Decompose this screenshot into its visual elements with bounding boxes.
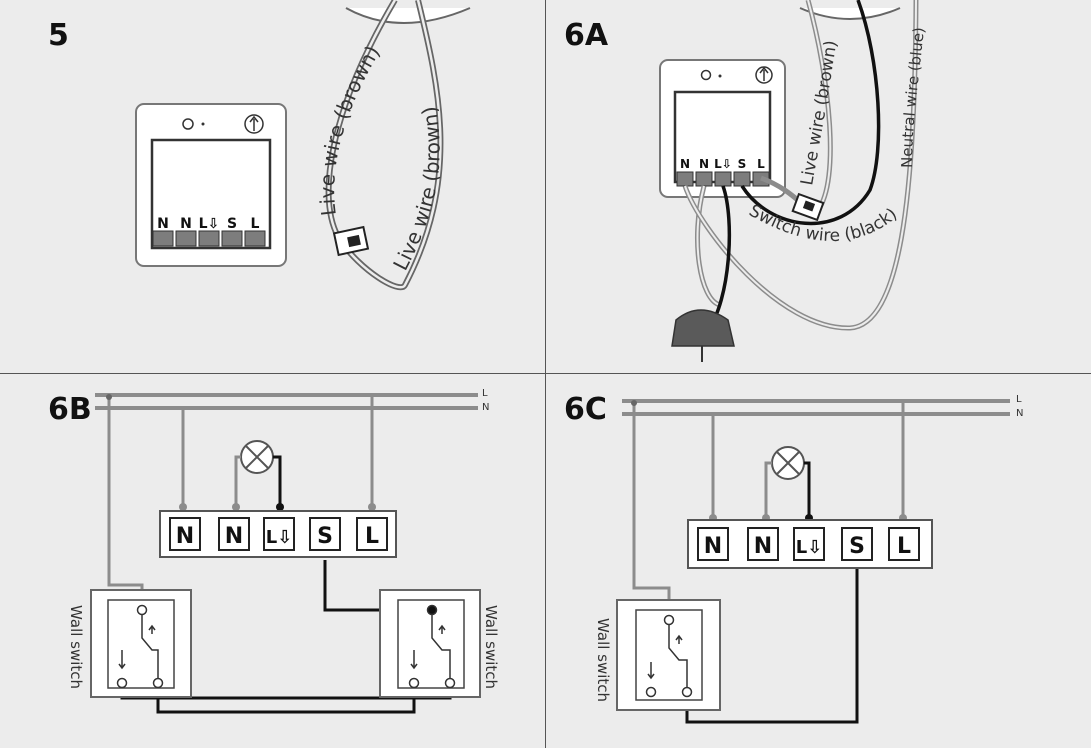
vertical-divider	[545, 0, 546, 748]
terminal-label: N	[157, 216, 169, 232]
terminal-label: N	[754, 534, 772, 559]
ceiling-rose-shape	[345, 7, 471, 24]
terminal-boxes-6b	[169, 517, 388, 551]
terminal-boxes-6c	[697, 527, 920, 561]
terminal-label: L	[757, 157, 765, 171]
terminal-label: S	[849, 534, 865, 559]
terminal-label: N	[176, 524, 194, 549]
terminal-label: S	[317, 524, 333, 549]
terminal-label: S	[227, 216, 237, 232]
module-terminals-5	[152, 230, 266, 247]
lamp-icon	[671, 309, 735, 347]
panel-number-6a: 6A	[564, 18, 609, 53]
supply-lines-6b	[95, 393, 478, 410]
line-l-label: L	[482, 388, 488, 399]
supply-lines-6c	[622, 399, 1010, 416]
line-l-label: L	[1016, 394, 1022, 405]
wall-switch-label: Wall switch	[594, 618, 612, 702]
terminal-label: L⇩	[266, 527, 293, 548]
live-wire-label: Live wire (brown)	[388, 105, 445, 275]
terminal-label: N	[680, 157, 690, 171]
live-wire-label-6a: Live wire (brown)	[797, 39, 841, 187]
terminal-label: S	[738, 157, 747, 171]
terminal-label: N	[704, 534, 722, 559]
terminal-label: L	[897, 534, 911, 559]
module-terminals-6a	[676, 171, 770, 187]
wall-switch-label: Wall switch	[482, 605, 500, 689]
line-n-label: N	[1016, 408, 1023, 419]
terminal-label: N	[180, 216, 192, 232]
terminal-label: N	[225, 524, 243, 549]
panel-number-5: 5	[48, 18, 69, 53]
wall-switch-label: Wall switch	[67, 605, 85, 689]
module-led-icon	[700, 69, 712, 81]
terminal-label: L⇩	[714, 157, 732, 171]
terminal-label: L	[251, 216, 260, 232]
panel-number-6b: 6B	[48, 392, 92, 427]
module-window	[150, 138, 272, 250]
horizontal-divider	[0, 373, 1091, 374]
terminal-label: N	[699, 157, 709, 171]
terminal-label: L⇩	[796, 537, 823, 558]
terminal-label: L⇩	[199, 216, 220, 232]
live-wire-label: Live wire (brown)	[315, 41, 384, 217]
line-n-label: N	[482, 402, 489, 413]
panel-step-6a	[546, 0, 1091, 374]
panel-number-6c: 6C	[564, 392, 607, 427]
module-led-icon	[182, 118, 194, 130]
neutral-wire-label: Neutral wire (blue)	[898, 26, 928, 168]
terminal-label: L	[365, 524, 379, 549]
